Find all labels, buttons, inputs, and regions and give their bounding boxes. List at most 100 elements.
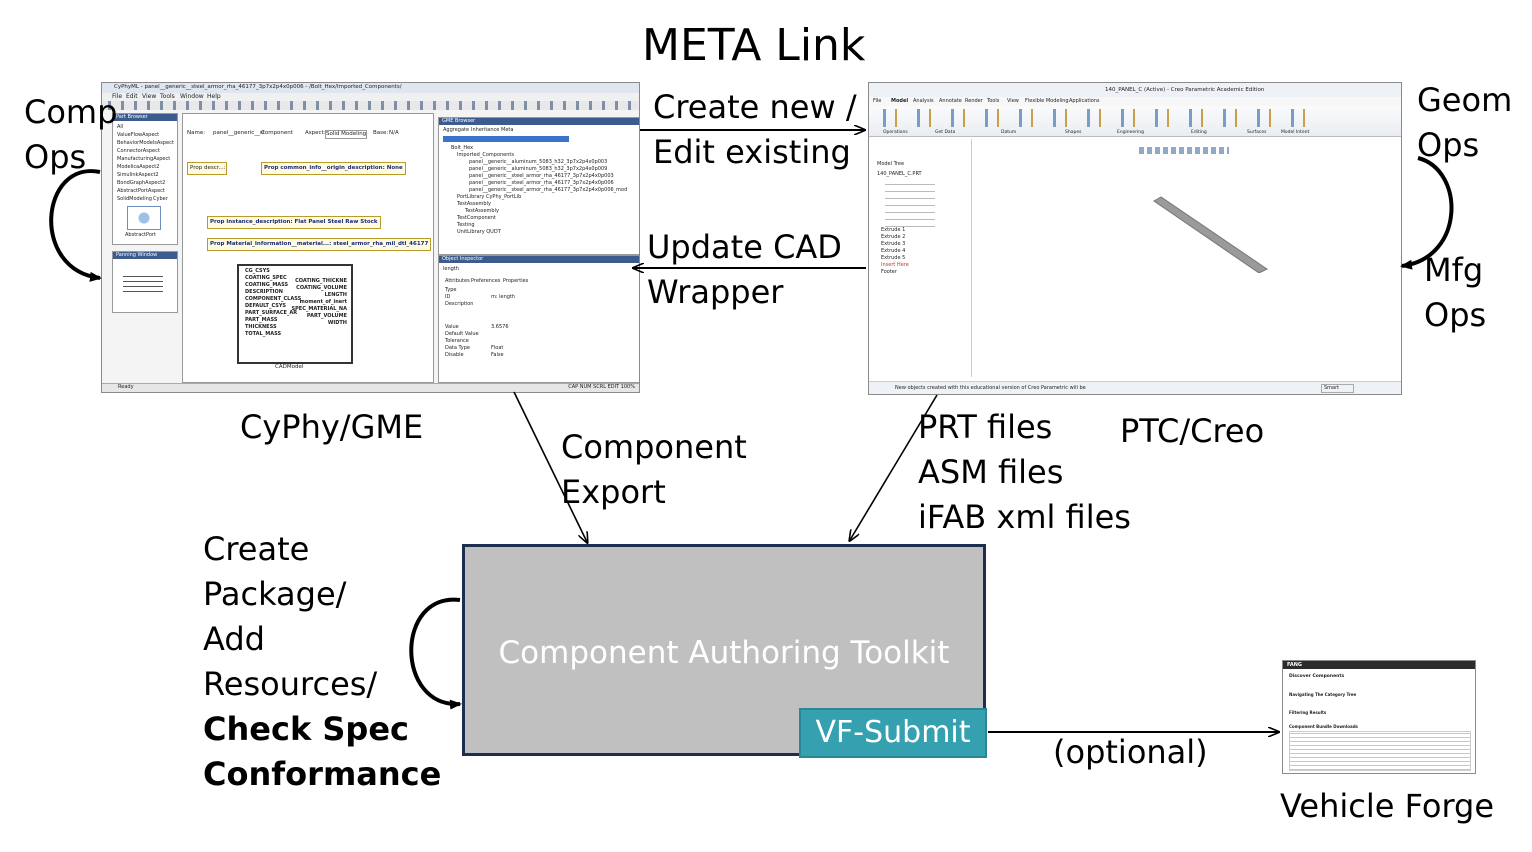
port-right[interactable]: moment_of_inert	[299, 299, 347, 305]
aspect-item[interactable]: SimulinkAspect2	[117, 172, 159, 178]
port-right[interactable]: COATING_VOLUME	[296, 285, 347, 291]
aspect-item[interactable]: SolidModeling	[117, 196, 152, 202]
tab-properties[interactable]: Properties	[503, 278, 529, 284]
ribbon-tab-analysis[interactable]: Analysis	[913, 98, 934, 104]
prop-box[interactable]: Prop instance_description: Flat Panel St…	[207, 216, 381, 229]
prop-box[interactable]: Prop Material_Information__material...: …	[207, 238, 432, 251]
tab-aggregate[interactable]: Aggregate	[443, 127, 470, 133]
ribbon-tab-file[interactable]: File	[873, 98, 882, 104]
panning-preview[interactable]	[123, 272, 163, 292]
tab-inheritance[interactable]: Inheritance	[471, 127, 500, 133]
cyphy-gme-label: CyPhy/GME	[240, 408, 424, 446]
tree-item[interactable]: Extrude 3	[881, 241, 906, 247]
tree-item[interactable]: Testing	[457, 222, 475, 228]
port-left[interactable]: PART_MASS	[245, 317, 278, 323]
tree-item[interactable]: panel__generic__steel_armor_rha_46177_3p…	[469, 187, 628, 193]
prop-box[interactable]: Prop common_info__origin_description: No…	[261, 162, 406, 175]
panel-3d-model[interactable]	[1149, 193, 1279, 273]
tree-item[interactable]: Extrude 1	[881, 227, 906, 233]
tree-item[interactable]: Extrude 4	[881, 248, 906, 254]
kind-value: Component	[261, 130, 293, 136]
menu-tools[interactable]: Tools	[160, 93, 175, 100]
tree-item[interactable]: panel__generic__steel_armor_rha_46177_3p…	[469, 180, 614, 186]
menu-view[interactable]: View	[142, 93, 157, 100]
browser-search-field[interactable]	[443, 136, 569, 142]
port-left[interactable]: TOTAL_MASS	[245, 331, 282, 337]
ribbon-tab-applications[interactable]: Applications	[1069, 98, 1100, 104]
ribbon-tab-annotate[interactable]: Annotate	[939, 98, 962, 104]
mfg-ops-label: Mfg Ops	[1424, 248, 1486, 338]
port-left[interactable]: COATING_SPEC	[245, 275, 287, 281]
vf-submit-button[interactable]: VF-Submit	[799, 708, 987, 758]
name-value[interactable]: panel__generic__st	[213, 130, 265, 136]
aspect-item[interactable]: ModelicaAspect2	[117, 164, 160, 170]
ribbon-tab-tools[interactable]: Tools	[987, 98, 1000, 104]
tree-item[interactable]: Extrude 5	[881, 255, 906, 261]
port-left[interactable]: CG_CSYS	[245, 268, 270, 274]
view-toolbar[interactable]	[1139, 147, 1229, 154]
tree-item[interactable]: UnitLibrary QUDT	[457, 229, 501, 235]
tree-item[interactable]: Footer	[881, 269, 897, 275]
aspect-item[interactable]: ValueFlowAspect	[117, 132, 160, 138]
tree-item[interactable]: PortLibrary CyPhy_PortLib	[457, 194, 522, 200]
abstract-port-icon[interactable]	[127, 206, 161, 230]
aspect-item[interactable]: BehaviorModelsAspect	[117, 140, 174, 146]
tree-item[interactable]: TestComponent	[457, 215, 496, 221]
ribbon-tab-flexible[interactable]: Flexible Modeling	[1025, 98, 1069, 104]
port-right[interactable]: SPEC_MATERIAL_NA	[291, 306, 347, 312]
cad-model-block[interactable]: CG_CSYS COATING_SPEC COATING_MASS DESCRI…	[237, 264, 353, 364]
tab-meta[interactable]: Meta	[501, 127, 514, 133]
aspect-item[interactable]: Cyber	[153, 196, 168, 202]
menu-edit[interactable]: Edit	[126, 93, 138, 100]
ribbon-icons[interactable]	[873, 109, 1313, 127]
tab-attributes[interactable]: Attributes	[445, 278, 470, 284]
creo-statusbar: New objects created with this educationa…	[869, 381, 1401, 394]
port-left[interactable]: PART_SURFACE_AR	[245, 310, 298, 316]
tree-item[interactable]: TestAssembly	[465, 208, 499, 214]
model-tree-panel: Model Tree 140_PANEL_C.PRT Extrude 1 Ext…	[871, 139, 972, 377]
port-right[interactable]: LENGTH	[324, 292, 347, 298]
geom-ops-line: Ops	[1417, 126, 1480, 164]
attr-value[interactable]: False	[491, 352, 504, 358]
tree-item[interactable]: panel__generic__aluminum_5083_h32_3p7x2p…	[469, 166, 608, 172]
aspect-item[interactable]: ManufacturingAspect	[117, 156, 171, 162]
port-left[interactable]: THICKNESS	[245, 324, 277, 330]
tree-item[interactable]: Imported_Components	[457, 152, 514, 158]
port-right[interactable]: COATING_THICKNE	[295, 278, 347, 284]
tree-item[interactable]: TestAssembly	[457, 201, 491, 207]
menu-help[interactable]: Help	[207, 93, 221, 100]
aspect-item[interactable]: BondGraphAspect2	[117, 180, 166, 186]
ribbon-tab-model[interactable]: Model	[891, 98, 909, 104]
menu-file[interactable]: File	[112, 93, 123, 100]
forge-table[interactable]	[1289, 731, 1471, 771]
tree-item[interactable]: Bolt_Hex	[451, 145, 474, 151]
ribbon-tab-render[interactable]: Render	[965, 98, 983, 104]
tree-item[interactable]: 140_PANEL_C.PRT	[877, 171, 922, 177]
tree-item[interactable]: Insert Here	[881, 262, 909, 268]
tree-item[interactable]: panel__generic__steel_armor_rha_46177_3p…	[469, 173, 614, 179]
aspect-item[interactable]: ConnectorAspect	[117, 148, 160, 154]
aspect-all[interactable]: All	[117, 124, 124, 130]
tree-datum-items	[885, 181, 935, 227]
tree-item[interactable]: panel__generic__aluminum_5083_h32_3p7x2p…	[469, 159, 608, 165]
tab-preferences[interactable]: Preferences	[471, 278, 501, 284]
port-left[interactable]: COATING_MASS	[245, 282, 289, 288]
attr-value[interactable]: 3.6576	[491, 324, 509, 330]
port-left[interactable]: DESCRIPTION	[245, 289, 283, 295]
attr-label: ID	[445, 294, 451, 300]
port-left[interactable]: DEFAULT_CSYS	[245, 303, 287, 309]
gme-status-right: CAP NUM SCRL EDIT 100%	[568, 384, 635, 390]
tree-item[interactable]: Extrude 2	[881, 234, 906, 240]
port-right[interactable]: PART_VOLUME	[306, 313, 347, 319]
port-left[interactable]: COMPONENT_CLASS	[245, 296, 302, 302]
smart-filter-select[interactable]: Smart	[1321, 384, 1355, 393]
prop-box[interactable]: Prop descr...: None	[187, 162, 227, 175]
aspect-item[interactable]: AbstractPortAspect	[117, 188, 165, 194]
attr-value[interactable]: m: length	[491, 294, 516, 300]
aspect-select[interactable]: Solid Modeling	[325, 130, 368, 139]
attr-value[interactable]: Float	[491, 345, 504, 351]
ribbon-tab-view[interactable]: View	[1007, 98, 1019, 104]
port-right[interactable]: WIDTH	[327, 320, 347, 326]
menu-window[interactable]: Window	[180, 93, 204, 100]
files-label: PRT files ASM files iFAB xml files	[918, 405, 1131, 540]
